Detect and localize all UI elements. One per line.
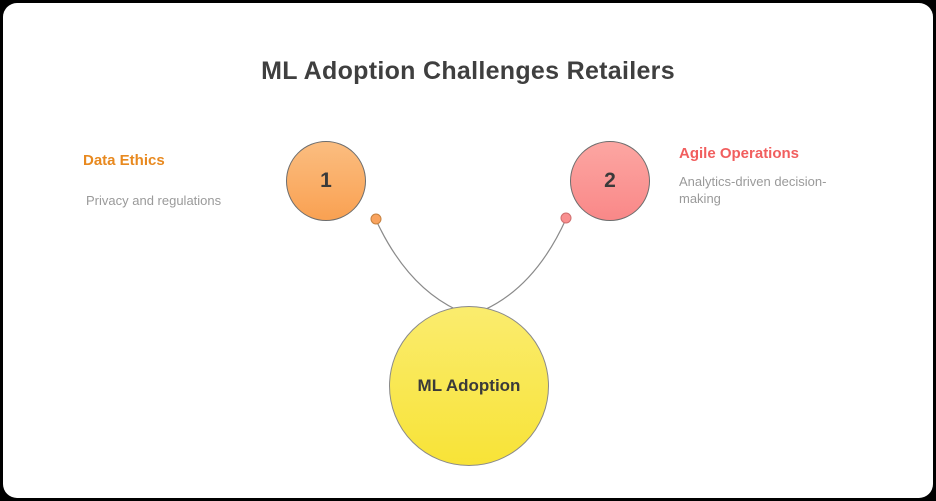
node-1-circle: 1 — [286, 141, 366, 221]
connector-dot-right — [560, 212, 572, 224]
node-1-label: Data Ethics — [83, 152, 165, 169]
center-node-label: ML Adoption — [417, 376, 521, 395]
node-2-description: Analytics-driven decision-making — [679, 174, 827, 206]
diagram-title: ML Adoption Challenges Retailers — [261, 57, 675, 85]
center-node-circle: ML Adoption — [389, 306, 549, 466]
node-2-number: 2 — [604, 169, 616, 192]
diagram-canvas: ML Adoption Challenges Retailers Data Et… — [3, 3, 933, 498]
connector-dot-left — [370, 213, 382, 225]
node-1-description: Privacy and regulations — [86, 193, 222, 208]
connector-line-left — [375, 219, 458, 311]
node-2-label: Agile Operations — [679, 145, 800, 162]
connector-line-right — [483, 218, 567, 311]
node-1-number: 1 — [320, 169, 332, 192]
node-2-circle: 2 — [570, 141, 650, 221]
